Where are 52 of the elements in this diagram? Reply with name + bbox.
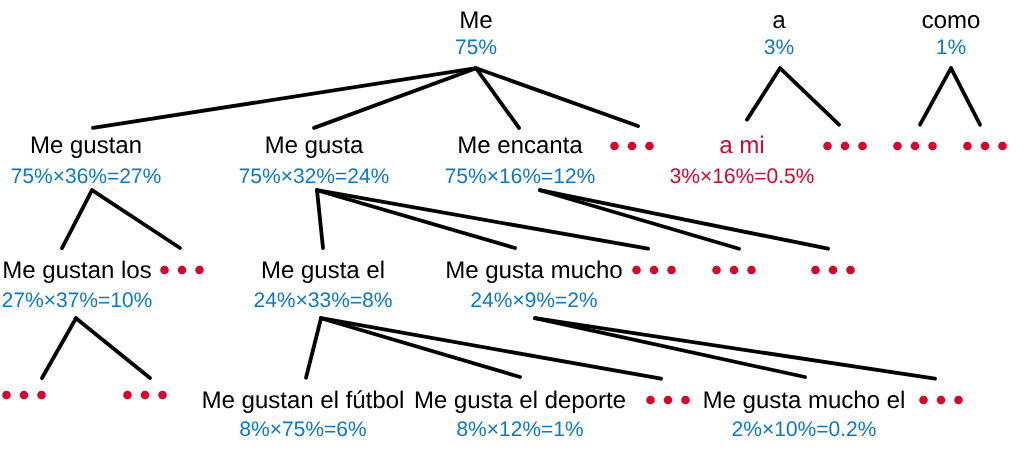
branch-line [319,316,663,381]
ellipsis [123,390,167,400]
ellipsis [632,265,676,275]
branch-line [949,66,982,127]
branch-line [312,66,478,130]
phrase-text: a mi [720,135,764,154]
ellipsis [2,390,46,400]
branch-line [745,66,782,122]
probability-text: 2%×10%=0.2% [732,421,876,437]
probability-text: 75%×36%=27% [11,168,161,184]
phrase-text: Me gusta mucho el [704,390,904,413]
ellipsis [811,265,855,275]
phrase-text: Me gusta el deporte [415,390,625,413]
phrase-text: Me gustan [31,136,141,158]
ellipsis [823,141,867,151]
ellipsis [610,141,654,151]
branch-line [778,66,841,127]
probability-text: 75%×16%=12% [445,168,595,184]
ellipsis [963,141,1007,151]
probability-text: 1% [937,39,966,55]
probability-text: 3%×16%=0.5% [670,168,814,184]
phrase-text: Me gusta mucho [447,260,622,283]
ellipsis [919,395,963,405]
phrase-text: Me gusta el [262,260,384,283]
probability-text: 8%×75%=6% [240,421,366,437]
ellipsis [893,141,937,151]
branch-line [533,316,937,381]
phrase-text: Me gusta [266,136,364,158]
probability-text: 27%×37%=10% [2,292,152,308]
probability-text: 8%×12%=1% [457,421,583,437]
branch-line [74,316,152,380]
probability-text: 3% [764,39,794,55]
ellipsis [712,265,756,275]
ellipsis [646,395,690,405]
branch-line [315,188,650,251]
branch-line [40,316,78,380]
probability-text: 24%×9%=2% [471,292,597,308]
branch-line [538,188,830,251]
phrase-text: Me gustan el fútbol [203,390,403,413]
branch-line [60,188,94,250]
ellipsis [160,265,204,275]
probability-text: 24%×33%=8% [254,292,392,308]
probability-text: 75%×32%=24% [239,168,389,184]
phrase-text: como [922,15,980,29]
probability-text: 75% [456,39,497,55]
branch-line [918,66,953,127]
branch-line [474,66,640,128]
phrase-text: Me encanta [459,136,583,154]
phrase-text: Me gustan los [4,260,151,283]
phrase-text: Me [461,11,492,29]
branch-line [90,188,182,250]
phrase-text: a [773,15,786,29]
